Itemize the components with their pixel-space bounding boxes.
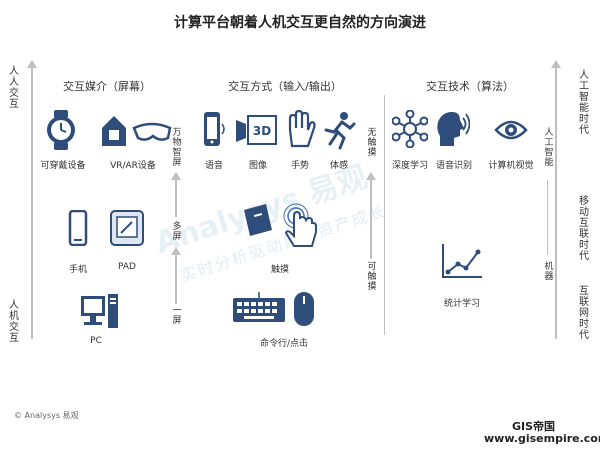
media-arrow-lower (175, 254, 177, 304)
right-axis-mobile-label: 移动互联时代 (579, 196, 589, 262)
method-arrow (370, 179, 372, 259)
stage-label-rengong: 人工智能 (544, 128, 554, 168)
item-label-gesture: 手势 (290, 161, 309, 171)
svg-text:3D: 3D (253, 124, 271, 138)
item-label-cmd: 命令行/点击 (259, 339, 309, 349)
section-divider (384, 95, 385, 335)
item-label-voice: 语音 (204, 161, 223, 171)
mouse-icon (292, 290, 316, 328)
speech-head-icon (436, 110, 470, 148)
stage-label-wanwu: 万物智屏 (172, 128, 182, 168)
left-axis-bottom-label: 人机交互 (9, 300, 19, 344)
media-arrow-upper (175, 179, 177, 217)
right-axis-internet-label: 互联网时代 (579, 286, 589, 341)
body-motion-icon (322, 110, 356, 150)
item-label-deep-learning: 深度学习 (391, 161, 428, 171)
phone-icon (68, 210, 88, 246)
left-axis-line (31, 67, 33, 339)
stage-label-wudongjie: 无触摸 (367, 128, 377, 158)
section-tech-header: 交互技术（算法） (426, 80, 514, 93)
item-label-phone: 手机 (68, 265, 87, 275)
stage-label-yiping: 一屏 (172, 306, 182, 326)
tech-arrow (547, 180, 548, 255)
item-label-stats: 统计学习 (443, 299, 480, 309)
method-arrowhead (366, 172, 376, 180)
item-label-touch: 触摸 (270, 265, 289, 275)
left-axis-arrowhead (27, 60, 37, 68)
image-3d-icon: 3D (234, 112, 278, 148)
stage-label-kechumo: 可触摸 (367, 262, 377, 292)
item-label-pc: PC (90, 336, 102, 346)
item-label-vrar: VR/AR设备 (110, 161, 156, 171)
watch-icon (44, 110, 78, 150)
item-label-image: 图像 (248, 161, 267, 171)
left-axis-top-label: 人人交互 (9, 66, 19, 110)
stage-label-duoping: 多屏 (172, 222, 182, 242)
right-axis-arrowhead (551, 60, 561, 68)
gesture-hand-icon (284, 110, 316, 148)
stats-chart-icon (440, 242, 484, 280)
item-label-vision: 计算机视觉 (488, 161, 534, 171)
pc-icon (80, 292, 120, 332)
right-axis-ai-label: 人工智能时代 (579, 70, 589, 136)
item-label-wearable: 可穿戴设备 (40, 161, 86, 171)
network-icon (392, 110, 428, 148)
vr-ar-icon (100, 112, 172, 150)
stage-label-jiqi: 机器 (544, 262, 554, 282)
copyright-text: © Analysys 易观 (14, 411, 79, 420)
keyboard-icon (232, 290, 286, 324)
voice-phone-icon (202, 110, 228, 150)
touch-icon (240, 202, 330, 250)
item-label-pad: PAD (118, 262, 136, 272)
media-arrowhead-lower (171, 247, 181, 255)
gis-brand-text: GIS帝国 (512, 420, 556, 433)
tablet-icon (110, 210, 144, 246)
section-method-header: 交互方式（输入/输出） (228, 80, 342, 93)
item-label-body: 体感 (329, 161, 348, 171)
item-label-speech-recog: 语音识别 (435, 161, 472, 171)
section-media-header: 交互媒介（屏幕） (63, 80, 151, 93)
gis-url-text: www.gisempire.com (484, 432, 600, 445)
eye-icon (494, 118, 528, 142)
media-arrowhead-upper (171, 172, 181, 180)
page-title: 计算平台朝着人机交互更自然的方向演进 (174, 15, 426, 31)
right-axis-line (555, 67, 557, 339)
